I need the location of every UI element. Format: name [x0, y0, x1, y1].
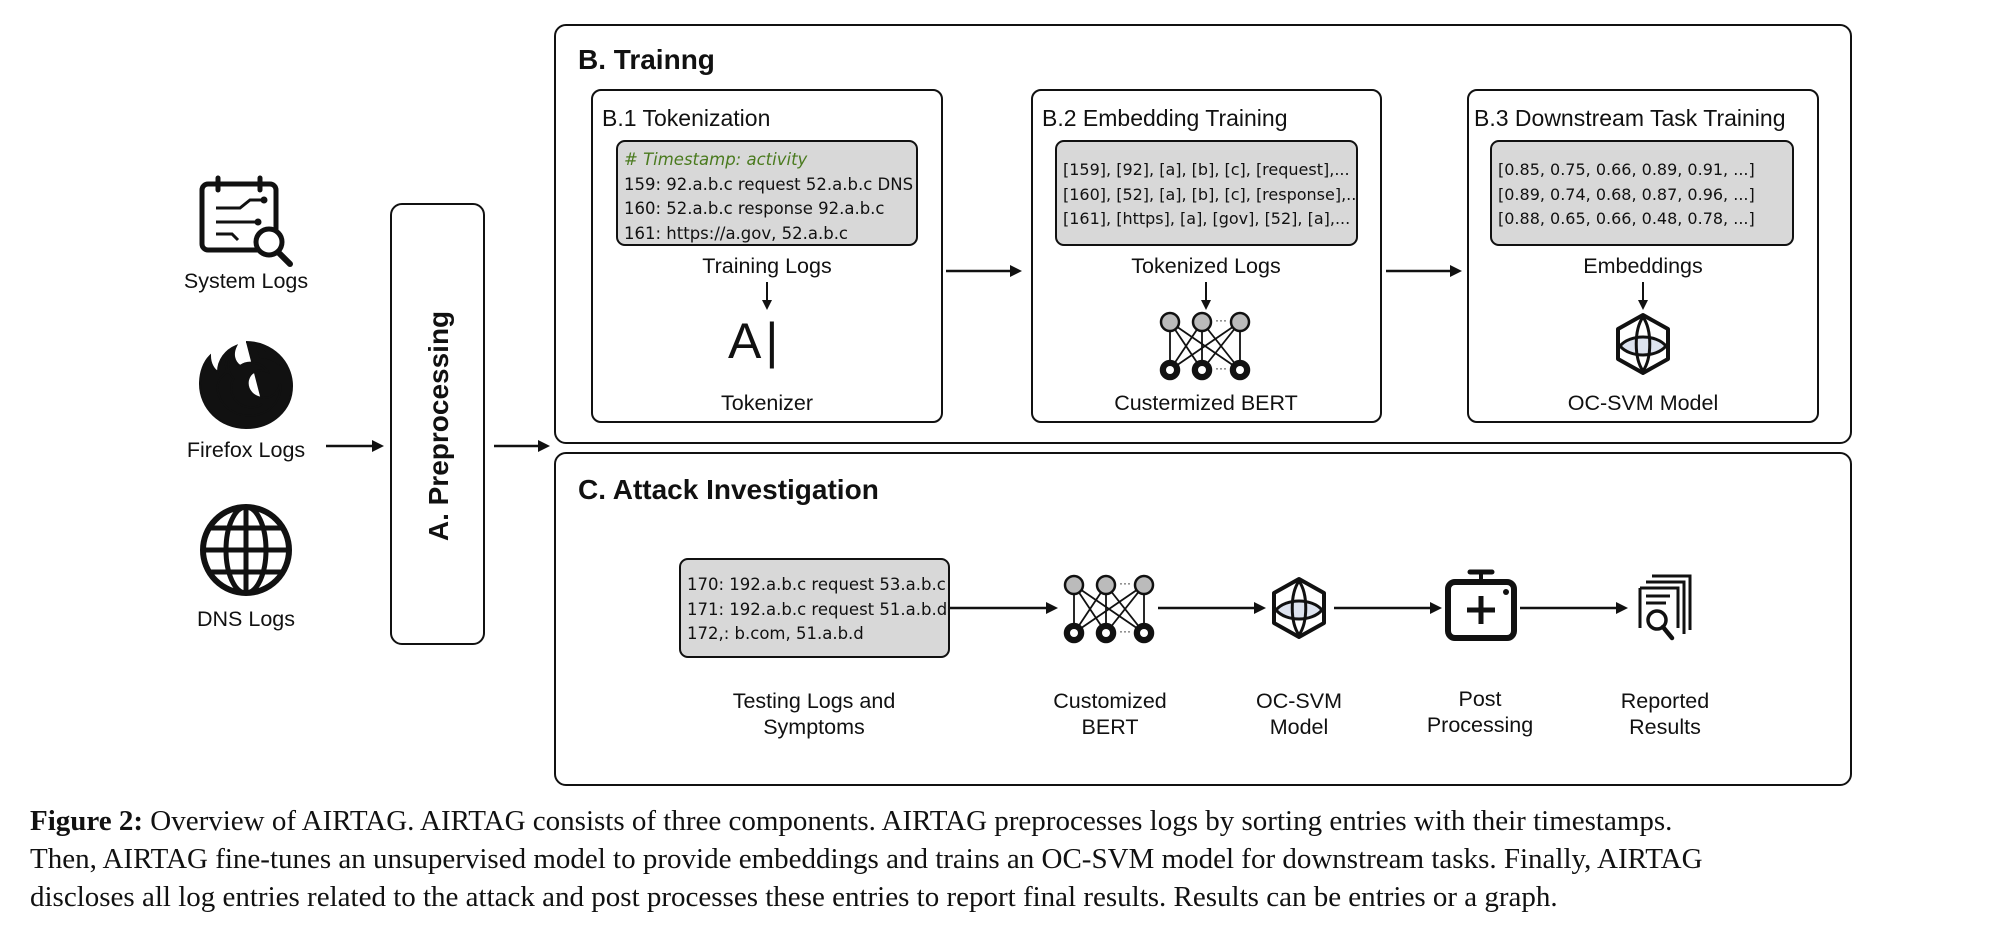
testing-log-line: 172,: b.com, 51.a.b.d — [687, 624, 864, 643]
tokenizer-icon: A| — [728, 313, 783, 369]
arrow-svm-to-post — [1334, 602, 1442, 614]
figure-caption: Figure 2: Overview of AIRTAG. AIRTAG con… — [30, 802, 1990, 916]
training-title: B. Trainng — [578, 44, 715, 75]
post-processing-icon — [1445, 569, 1517, 641]
token-line: [159], [92], [a], [b], [c], [request],..… — [1063, 160, 1350, 179]
caption-line: Overview of AIRTAG. AIRTAG consists of t… — [150, 805, 1673, 837]
preprocessing-box: A. Preprocessing — [390, 203, 485, 645]
investigation-title: C. Attack Investigation — [578, 474, 879, 505]
embeddings-label: Embeddings — [1583, 254, 1703, 278]
log-line: 159: 92.a.b.c request 52.a.b.c DNS — [624, 174, 914, 194]
embedding-title: B.2 Embedding Training — [1042, 105, 1288, 131]
log-line: 160: 52.a.b.c response 92.a.b.c — [624, 199, 885, 218]
svg-text:···: ··· — [1215, 313, 1227, 327]
down-arrow-icon — [1638, 282, 1648, 310]
tokenized-logs-box: [159], [92], [a], [b], [c], [request],..… — [1055, 140, 1358, 246]
dns-logs-label: DNS Logs — [197, 607, 295, 631]
down-arrow-icon — [762, 282, 772, 310]
arrow-testing-to-bert — [950, 602, 1058, 614]
bert-network-icon: ··· ··· — [1159, 311, 1251, 381]
embedding-line: [0.88, 0.65, 0.66, 0.48, 0.78, ...] — [1498, 209, 1755, 228]
embeddings-box: [0.85, 0.75, 0.66, 0.89, 0.91, ...] [0.8… — [1490, 140, 1794, 246]
svg-text:···: ··· — [1215, 361, 1227, 375]
globe-icon — [200, 504, 292, 596]
testing-log-line: 171: 192.a.b.c request 51.a.b.d — [687, 599, 948, 619]
downstream-title: B.3 Downstream Task Training — [1474, 105, 1786, 131]
token-line: [161], [https], [a], [gov], [52], [a],..… — [1063, 209, 1351, 228]
arrow-b2-to-b3 — [1386, 265, 1462, 277]
reported-results-icon — [1638, 574, 1692, 641]
preprocessing-label: A. Preprocessing — [423, 310, 454, 542]
embedding-line: [0.85, 0.75, 0.66, 0.89, 0.91, ...] — [1498, 160, 1755, 179]
firefox-logs-label: Firefox Logs — [186, 438, 306, 462]
bert-network-icon: ··· ··· — [1063, 574, 1155, 644]
firefox-icon — [198, 341, 294, 430]
svg-text:···: ··· — [1119, 624, 1131, 638]
log-line: 161: https://a.gov, 52.a.b.c — [624, 223, 849, 243]
svg-text:···: ··· — [1119, 576, 1131, 590]
down-arrow-icon — [1201, 282, 1211, 310]
oc-svm-label: OC-SVM Model — [1567, 391, 1719, 415]
testing-logs-box: 170: 192.a.b.c request 53.a.b.c 171: 192… — [679, 558, 950, 658]
training-logs-label: Training Logs — [702, 254, 832, 278]
tokenized-logs-label: Tokenized Logs — [1131, 254, 1281, 278]
figure-label: Figure 2: — [30, 805, 144, 837]
log-comment: # Timestamp: activity — [624, 150, 808, 169]
system-logs-label: System Logs — [183, 269, 309, 293]
tokenizer-label: Tokenizer — [720, 391, 813, 415]
bert-label: Custermized BERT — [1114, 391, 1298, 415]
caption-line: Then, AIRTAG fine-tunes an unsupervised … — [30, 843, 1703, 875]
arrow-bert-to-svm — [1158, 602, 1266, 614]
training-logs-box: # Timestamp: activity 159: 92.a.b.c requ… — [616, 140, 918, 246]
tokenization-title: B.1 Tokenization — [602, 105, 771, 131]
embedding-line: [0.89, 0.74, 0.68, 0.87, 0.96, ...] — [1498, 184, 1755, 204]
arrow-b1-to-b2 — [946, 265, 1022, 277]
arrow-preprocessing-to-panels — [494, 440, 550, 452]
arrow-post-to-results — [1520, 602, 1628, 614]
system-logs-icon — [199, 175, 293, 267]
token-line: [160], [52], [a], [b], [c], [response],.… — [1063, 184, 1357, 204]
oc-svm-icon — [1616, 313, 1670, 375]
caption-line: discloses all log entries related to the… — [30, 881, 1558, 913]
arrow-inputs-to-preprocessing — [326, 440, 384, 452]
testing-log-line: 170: 192.a.b.c request 53.a.b.c — [687, 575, 946, 594]
oc-svm-icon — [1272, 577, 1326, 639]
